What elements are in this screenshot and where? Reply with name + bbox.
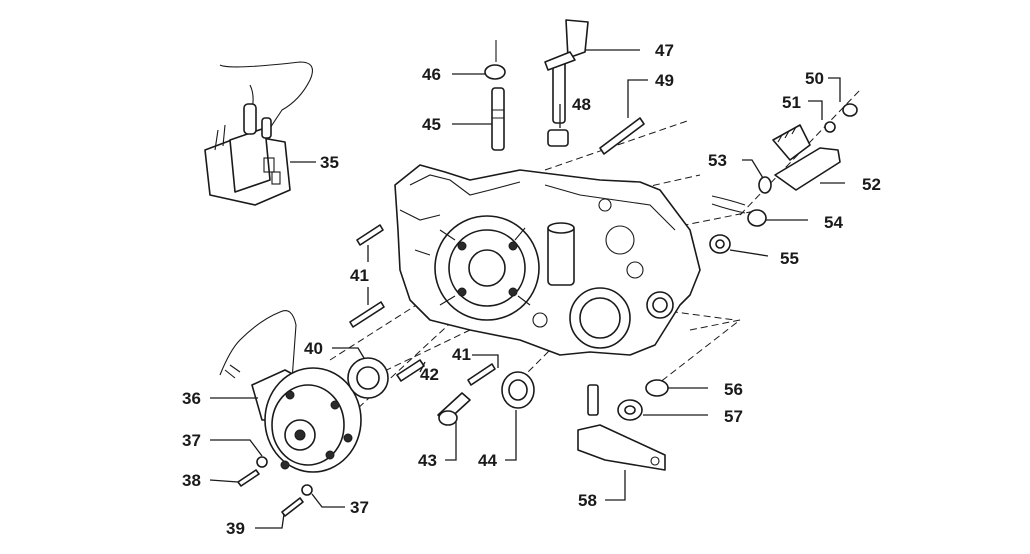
callout-39: 39 — [226, 519, 245, 538]
callout-49: 49 — [655, 71, 674, 90]
callout-45: 45 — [422, 115, 441, 134]
callout-46: 46 — [422, 65, 441, 84]
callout-43: 43 — [418, 451, 437, 470]
callout-41: 41 — [350, 266, 369, 285]
callout-40: 40 — [304, 339, 323, 358]
callout-38: 38 — [182, 471, 201, 490]
callout-labels: 35 36 37 37 38 39 40 41 41 42 43 44 45 4… — [182, 41, 881, 538]
callout-51: 51 — [782, 93, 801, 112]
callout-37: 37 — [182, 431, 201, 450]
crankcase — [394, 164, 701, 356]
callout-36: 36 — [182, 389, 201, 408]
callout-52: 52 — [862, 175, 881, 194]
callout-58: 58 — [578, 491, 597, 510]
callout-42: 42 — [420, 365, 439, 384]
callout-57: 57 — [724, 407, 743, 426]
callout-53: 53 — [708, 151, 727, 170]
ignition-coil — [204, 61, 313, 206]
flywheel-magneto — [219, 310, 362, 473]
callout-48: 48 — [572, 95, 591, 114]
callout-55: 55 — [780, 249, 799, 268]
callout-37: 37 — [350, 498, 369, 517]
small-parts — [237, 19, 858, 517]
callout-41: 41 — [452, 345, 471, 364]
callout-47: 47 — [655, 41, 674, 60]
leader-lines — [209, 49, 845, 529]
callout-54: 54 — [824, 213, 843, 232]
callout-56: 56 — [724, 380, 743, 399]
callout-44: 44 — [478, 451, 497, 470]
callout-50: 50 — [805, 69, 824, 88]
callout-35: 35 — [320, 153, 339, 172]
